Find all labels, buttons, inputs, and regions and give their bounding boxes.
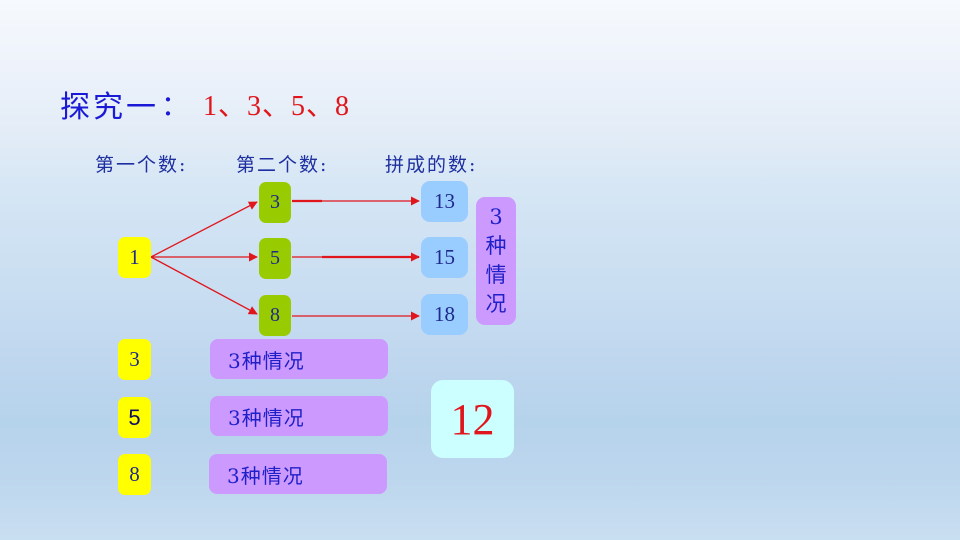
first-digit-3: 3 <box>118 339 151 380</box>
case-count-char: 况 <box>485 292 507 316</box>
case-count-vertical: 3 种 情 况 <box>476 197 516 325</box>
combined-13: 13 <box>421 181 468 222</box>
first-digit-5: 5 <box>118 397 151 438</box>
cases-for-3: 3种情况 <box>210 339 388 379</box>
combined-15: 15 <box>421 237 468 278</box>
first-digit-1: 1 <box>118 237 151 278</box>
second-digit-8: 8 <box>259 295 291 336</box>
header-first-digit: 第一个数: <box>95 154 188 176</box>
second-digit-5: 5 <box>259 238 291 279</box>
combined-18: 18 <box>421 294 468 335</box>
arrow-1-to-3 <box>150 201 258 258</box>
cases-for-8: 3种情况 <box>209 454 387 494</box>
arrow-1-to-8 <box>150 256 258 315</box>
case-count-char: 3 <box>489 205 503 229</box>
second-digit-3: 3 <box>259 182 291 223</box>
case-count-char: 种 <box>485 234 507 258</box>
case-count-char: 情 <box>485 263 507 287</box>
cases-for-5: 3种情况 <box>210 396 388 436</box>
first-digit-8: 8 <box>118 454 151 495</box>
title-colon: ： <box>161 89 190 122</box>
header-combined-number: 拼成的数: <box>385 154 478 176</box>
title-label: 探究一 <box>60 90 159 125</box>
header-second-digit: 第二个数: <box>236 154 329 176</box>
slide-title: 探究一 ： 1、3、5、8 <box>60 84 351 125</box>
title-numbers: 1、3、5、8 <box>203 91 351 122</box>
total-result: 12 <box>431 380 514 458</box>
